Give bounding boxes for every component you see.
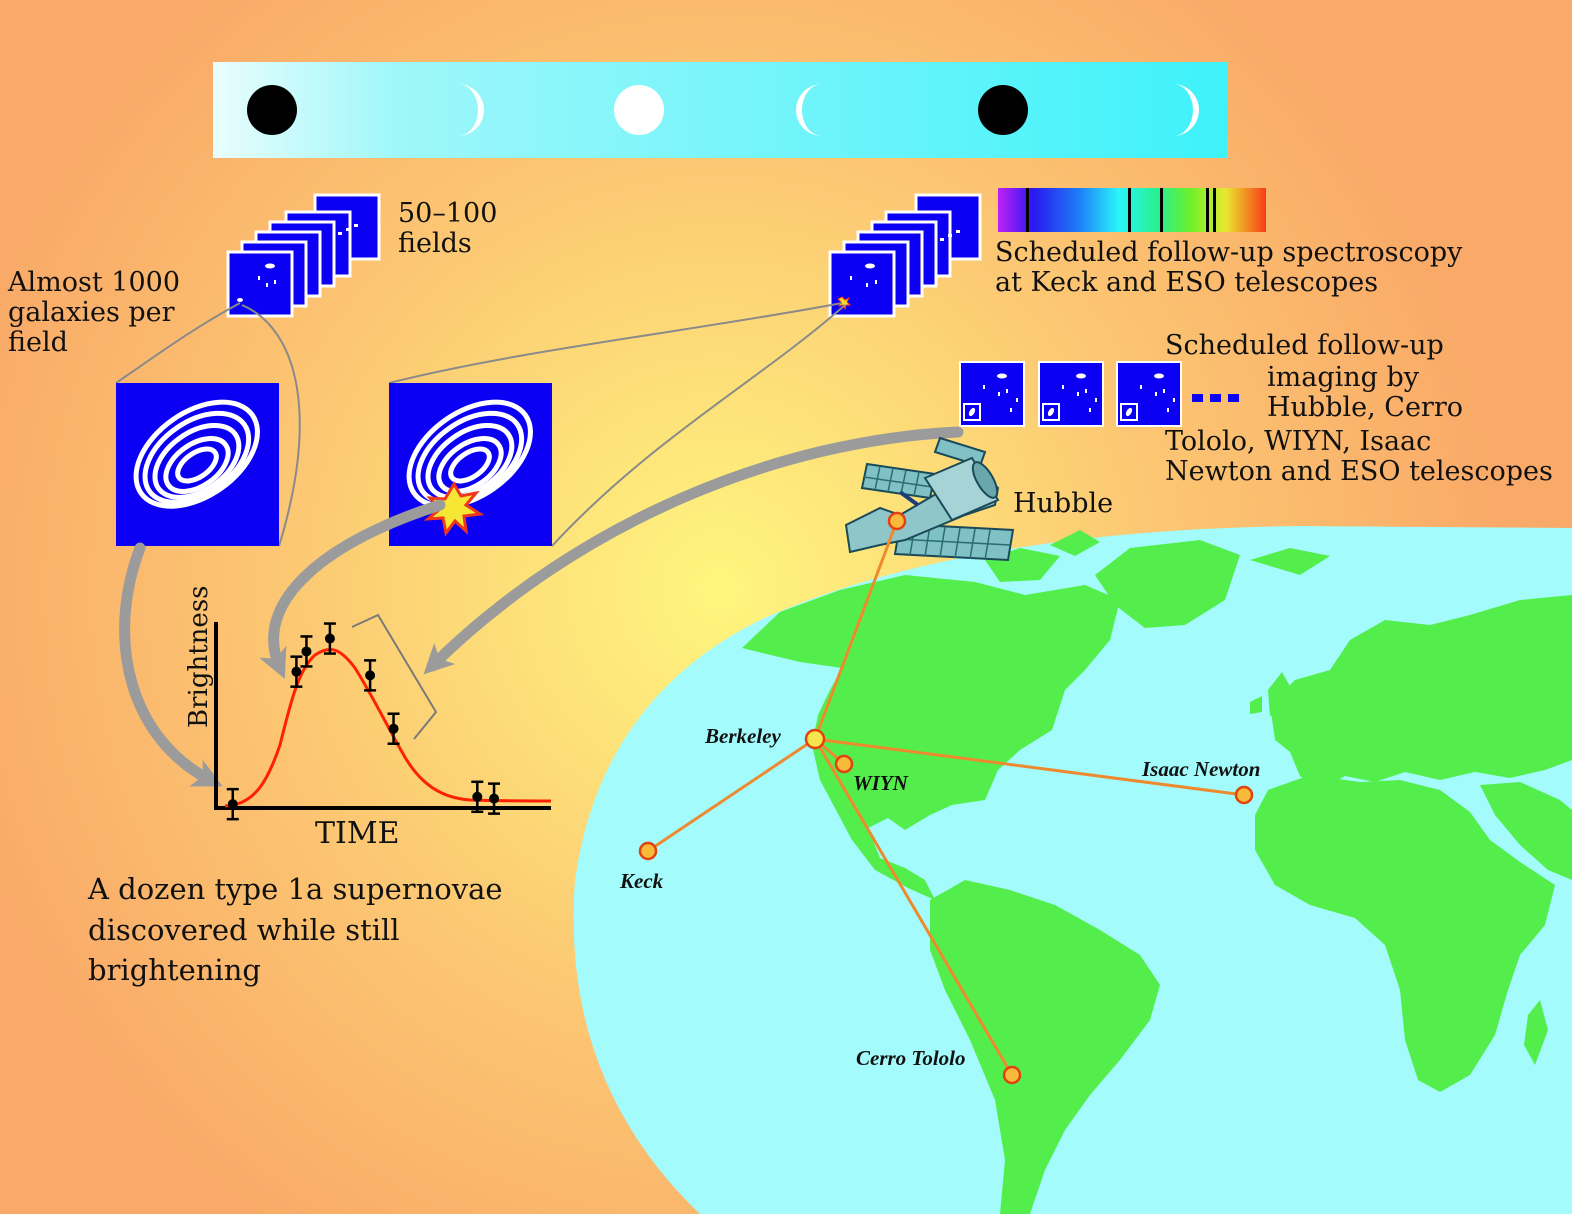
hubble-telescope-icon [844, 436, 1015, 562]
data-point-marker [324, 633, 335, 644]
chart-x-label: TIME [315, 816, 399, 851]
berkeley-marker [804, 728, 826, 750]
supernova-spot-small-icon [837, 296, 852, 311]
british-isles [1250, 672, 1292, 716]
data-point-marker [291, 666, 302, 677]
moon-phase-strip [213, 62, 1227, 158]
moon-new-icon [247, 85, 297, 135]
data-point-marker [388, 723, 399, 734]
follow-up-image-tiles [959, 361, 1182, 427]
site-label-berkeley: Berkeley [705, 724, 781, 748]
data-point [471, 780, 484, 814]
data-point [323, 622, 336, 655]
data-point [226, 787, 239, 821]
data-point [290, 655, 303, 688]
north-america-land [742, 575, 1120, 900]
europe-land [1270, 595, 1572, 790]
follow-up-tile-inset-galaxies [968, 407, 1133, 417]
ellipsis-dashes [1192, 394, 1239, 402]
chart-y-label: Brightness [184, 585, 214, 728]
spectrum-bar [998, 188, 1266, 232]
moon-first-quarter-icon-2 [1173, 84, 1199, 136]
data-point-marker [227, 799, 238, 810]
galaxies-per-field-label: Almost 1000 galaxies per field [8, 267, 180, 359]
hubble-marker [887, 511, 907, 531]
data-point [387, 712, 400, 745]
site-markers [638, 511, 1254, 1085]
keck-marker [638, 841, 658, 861]
cerro-tololo-marker [1002, 1065, 1022, 1085]
data-point-marker [365, 670, 376, 681]
light-curve-chart [214, 613, 552, 821]
data-point [300, 635, 313, 668]
site-label-keck: Keck [620, 869, 664, 893]
field-stack-first-epoch [226, 193, 381, 318]
site-label-isaac-newton: Isaac Newton [1142, 757, 1261, 781]
follow-up-tile-insets [963, 403, 1138, 421]
isaac-newton-marker [1234, 785, 1254, 805]
greenland-land [1095, 540, 1240, 628]
africa-land [1255, 775, 1555, 1092]
middle-east-land [1480, 782, 1572, 880]
madagascar-land [1524, 1000, 1548, 1065]
galaxy-panel-reference [116, 383, 279, 546]
follow-up-tile-details [983, 373, 1175, 412]
network-lines [647, 520, 1245, 1076]
site-label-cerro-tololo: Cerro Tololo [856, 1046, 966, 1070]
continents [742, 530, 1572, 1214]
moon-last-quarter-icon [796, 84, 822, 136]
hubble-label: Hubble [1013, 488, 1114, 519]
flow-arrows [119, 426, 964, 787]
imaging-label-line2: imaging by Hubble, Cerro [1267, 362, 1463, 424]
light-curve-line [224, 647, 552, 808]
data-point [364, 659, 377, 692]
spectroscopy-label: Scheduled follow-up spectroscopy at Keck… [995, 237, 1463, 299]
arctic-islands [985, 530, 1330, 582]
field-stack-second-epoch-galaxies [850, 230, 960, 287]
data-point [488, 782, 501, 815]
galaxy-panel-supernova [389, 383, 552, 546]
connector-lines [115, 302, 846, 547]
peak-bracket [351, 613, 438, 740]
site-label-wiyn: WIYN [853, 771, 908, 795]
fields-count-label: 50–100 fields [398, 198, 498, 260]
moon-first-quarter-icon [458, 84, 484, 136]
data-point-marker [489, 793, 500, 804]
moon-new-icon-2 [978, 85, 1028, 135]
south-america-land [930, 880, 1160, 1214]
moon-phases [247, 84, 1199, 136]
chart-points [226, 622, 501, 821]
data-point-marker [472, 791, 483, 802]
discovery-caption: A dozen type 1a supernovae discovered wh… [88, 872, 503, 988]
imaging-label-line3: Tololo, WIYN, Isaac Newton and ESO teles… [1165, 426, 1553, 488]
data-point-marker [301, 646, 312, 657]
field-stack-second-epoch [828, 193, 982, 318]
wiyn-marker [834, 754, 854, 774]
moon-full-icon [614, 85, 664, 135]
imaging-label-line1: Scheduled follow-up [1165, 330, 1444, 361]
field-stack-first-epoch-galaxies [237, 224, 358, 302]
